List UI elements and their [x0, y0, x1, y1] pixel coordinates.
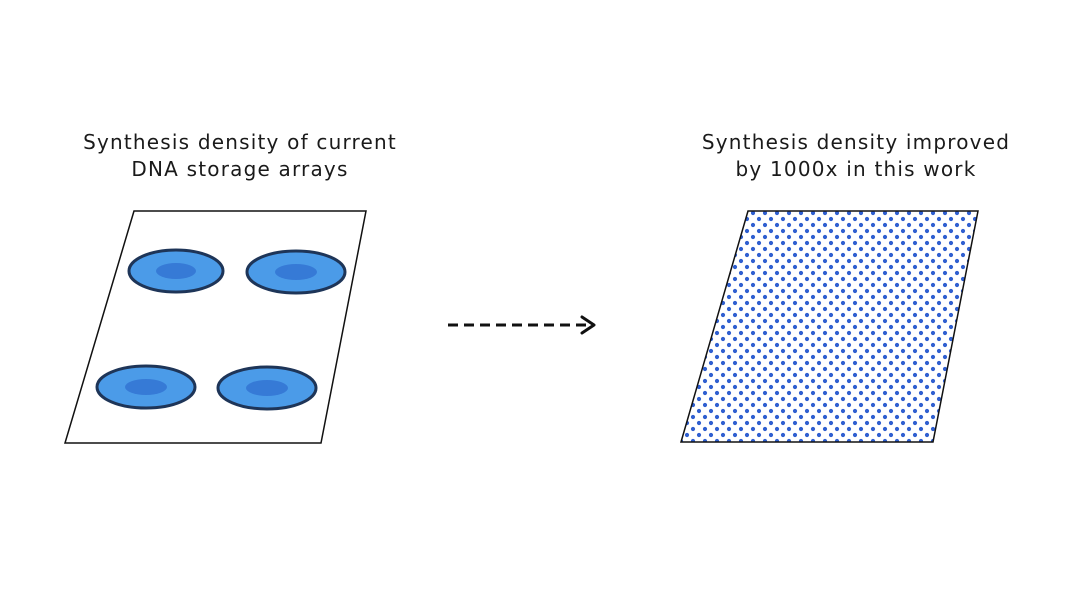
synthesis-spot: [127, 248, 225, 294]
right-caption-line-2: by 1000x in this work: [735, 157, 977, 181]
right-panel-caption: Synthesis density improved by 1000x in t…: [656, 129, 1056, 183]
arrow-head: [580, 315, 596, 335]
synthesis-spots: [95, 248, 347, 411]
synthesis-spot: [245, 249, 347, 295]
left-panel-caption: Synthesis density of current DNA storage…: [40, 129, 440, 183]
synthesis-spot: [216, 365, 318, 411]
right-caption-line-1: Synthesis density improved: [701, 130, 1011, 154]
left-caption-line-2: DNA storage arrays: [131, 157, 349, 181]
dashed-arrow: [448, 315, 596, 335]
synthesis-spot: [95, 364, 197, 410]
left-caption-line-1: Synthesis density of current: [83, 130, 397, 154]
current-array-substrate: [63, 210, 367, 444]
high-density-substrate: [680, 210, 979, 443]
